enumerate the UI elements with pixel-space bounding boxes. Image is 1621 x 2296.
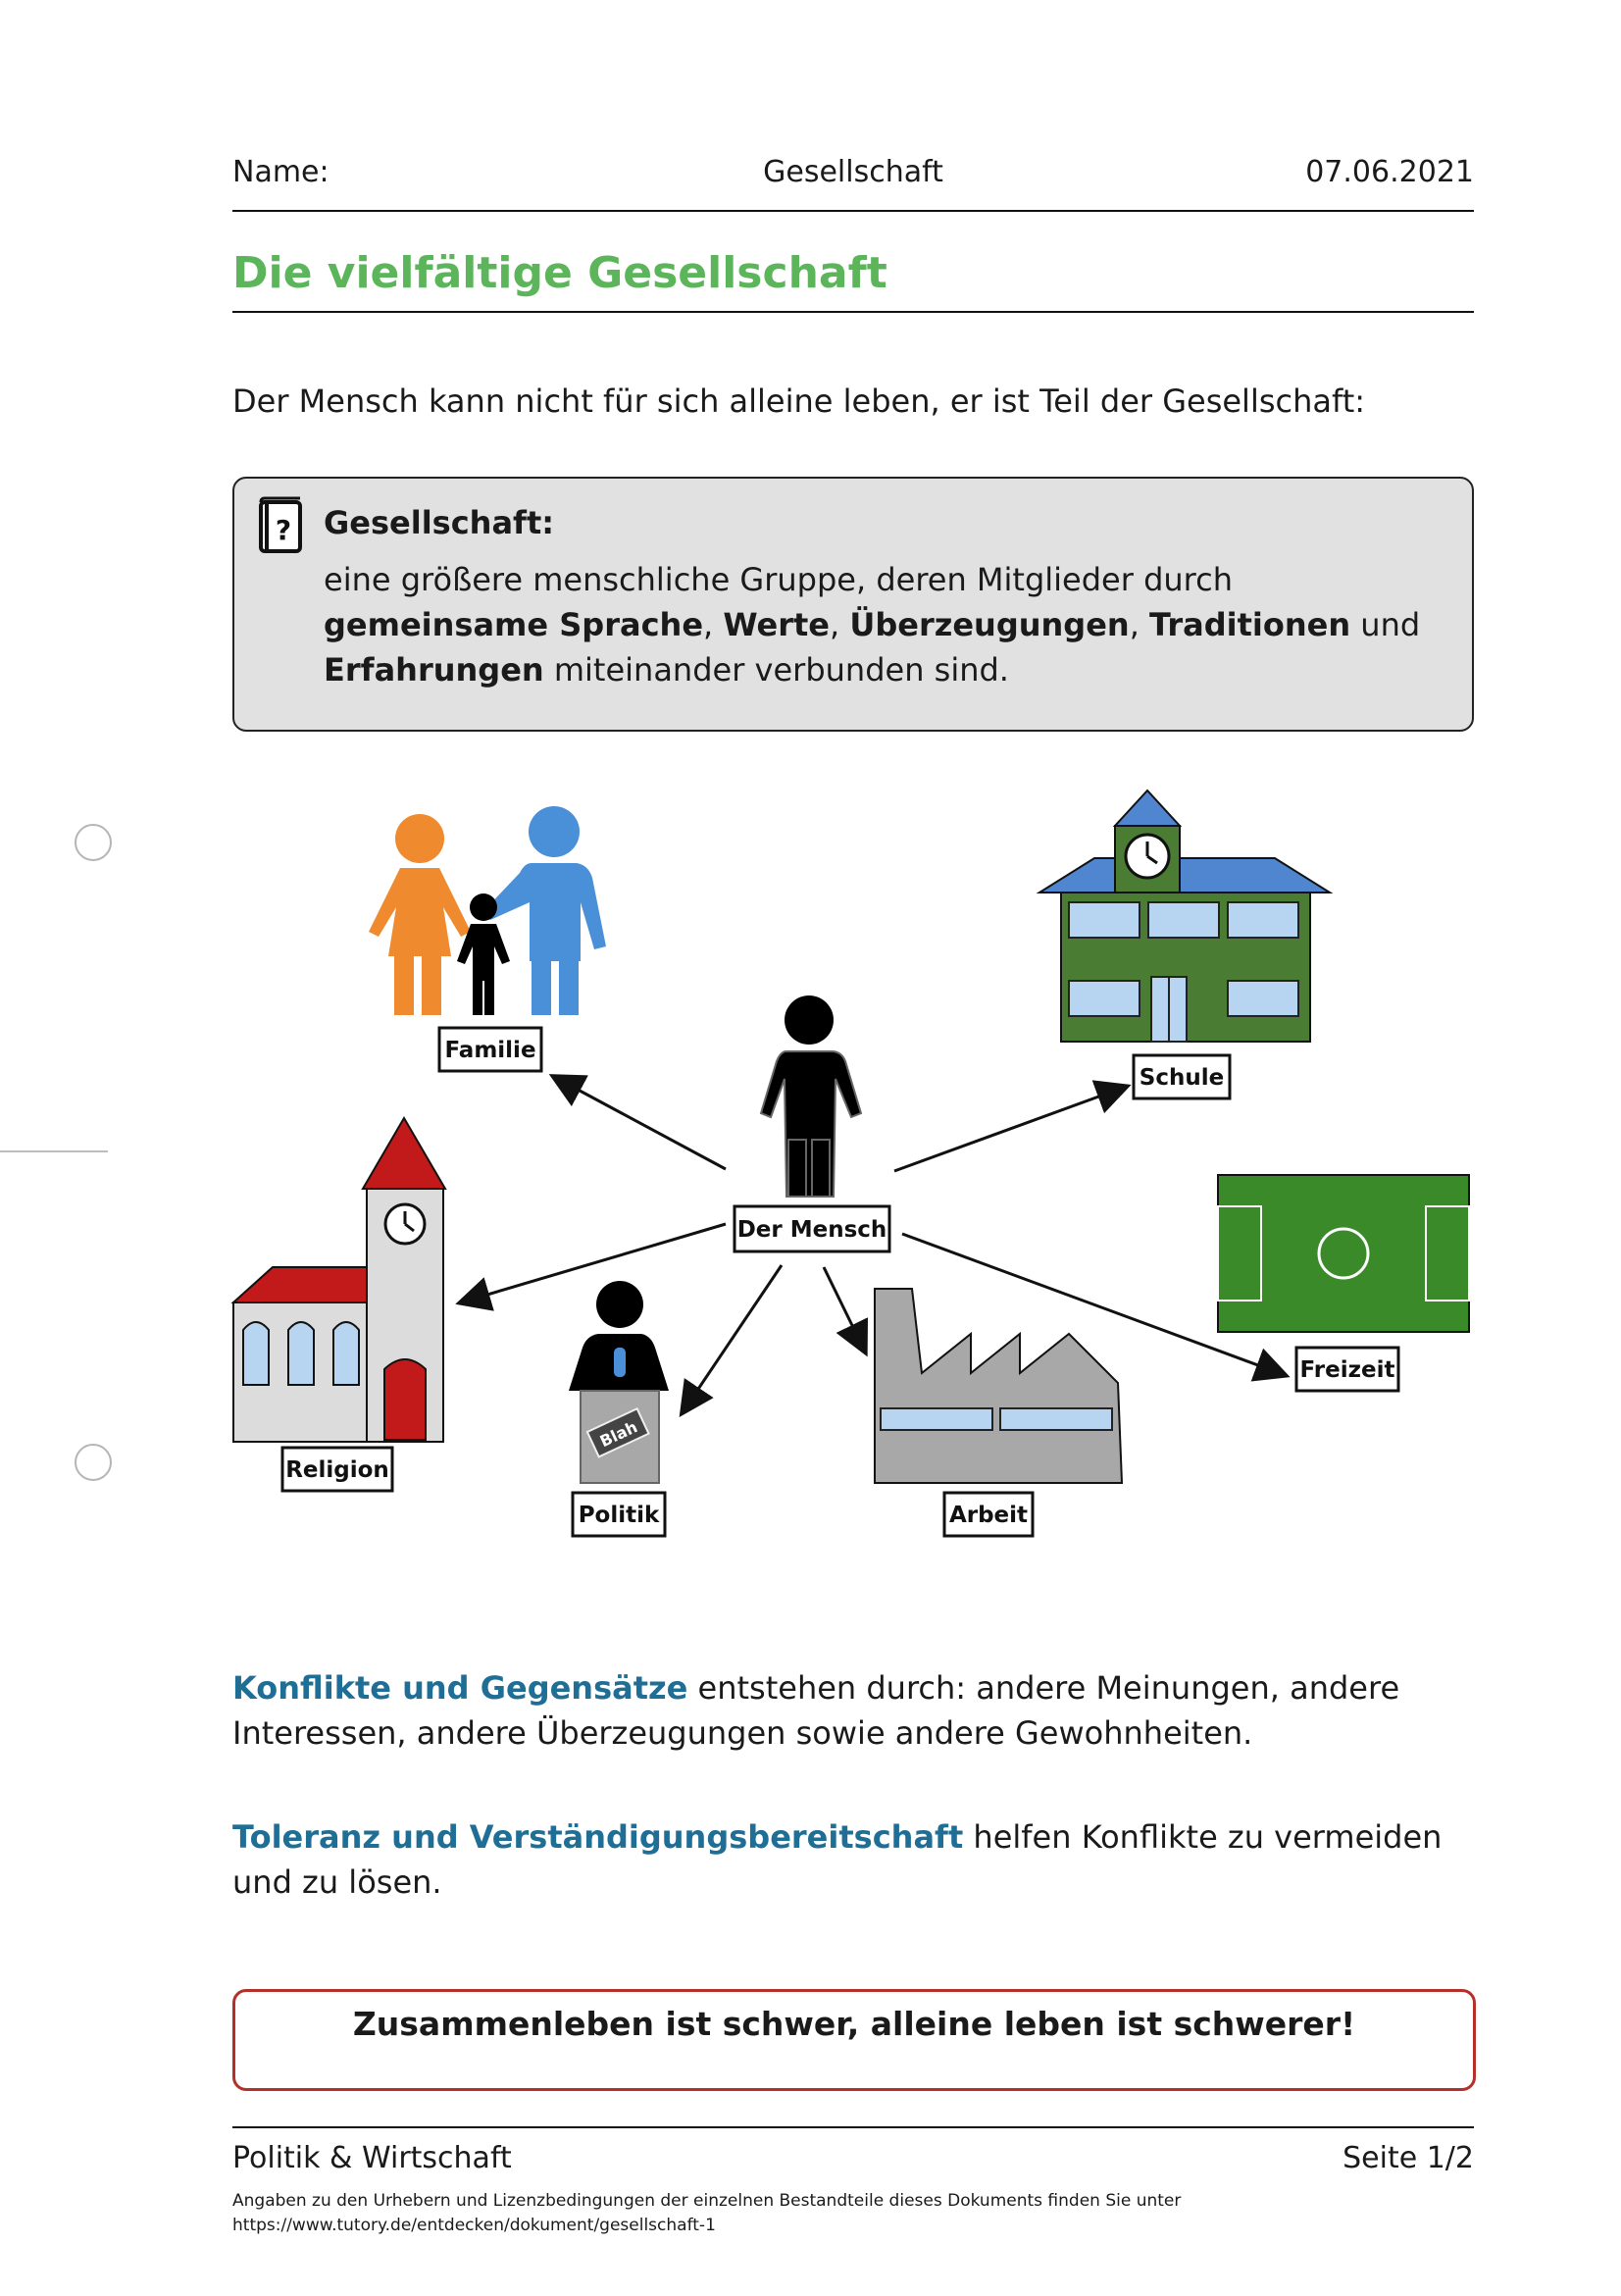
quote-box [232, 1989, 1476, 2091]
person-icon [759, 995, 863, 1198]
license-url[interactable]: https://www.tutory.de/entdecken/dokument… [232, 2216, 716, 2235]
footer-rule [232, 2126, 1474, 2128]
header-rule [232, 210, 1474, 212]
arrow-religion [455, 1222, 727, 1311]
definition-keyword: Werte [723, 606, 830, 643]
definition-text-run: und [1350, 606, 1421, 643]
quote-text: Zusammenleben ist schwer, alleine leben … [352, 2005, 1356, 2043]
punch-hole-top [75, 824, 112, 861]
svg-text:Freizeit: Freizeit [1300, 1357, 1395, 1383]
definition-keyword: Traditionen [1149, 606, 1351, 643]
diagram-arrows [455, 1074, 1291, 1417]
arrow-familie [548, 1074, 727, 1171]
definition-text-run: , [703, 606, 724, 643]
toleranz-paragraph: Toleranz und Verständigungsbereitschaft … [232, 1814, 1474, 1905]
label-freizeit: Freizeit [1294, 1346, 1400, 1393]
license-note: Angaben zu den Urhebern und Lizenzbeding… [232, 2191, 1182, 2211]
arrow-schule [893, 1080, 1132, 1173]
svg-text:Schule: Schule [1140, 1065, 1224, 1091]
definition-box [232, 477, 1474, 732]
svg-text:Familie: Familie [444, 1038, 535, 1063]
soccer-field-icon [1217, 1174, 1470, 1333]
header-subject: Gesellschaft [763, 155, 943, 189]
label-religion: Religion [280, 1446, 394, 1493]
definition-text-run: , [830, 606, 850, 643]
definition-heading: Gesellschaft: [324, 504, 555, 541]
definition-text-run: eine größere menschliche Gruppe, deren M… [324, 561, 1233, 598]
label-familie: Familie [437, 1026, 543, 1073]
arrow-politik [679, 1264, 784, 1417]
svg-text:Politik: Politik [579, 1503, 660, 1528]
svg-text:Religion: Religion [285, 1457, 389, 1483]
definition-keyword: Überzeugungen [849, 606, 1130, 643]
definition-keyword: Erfahrungen [324, 651, 544, 689]
arrow-freizeit [901, 1232, 1291, 1382]
name-label: Name: [232, 155, 329, 189]
fold-mark [0, 1150, 108, 1152]
school-icon [1036, 789, 1334, 1043]
page-title: Die vielfältige Gesellschaft [232, 248, 887, 298]
definition-text: eine größere menschliche Gruppe, deren M… [324, 557, 1451, 692]
footer-subject: Politik & Wirtschaft [232, 2141, 512, 2175]
konflikte-text: entstehen durch: andere Meinungen, ander… [232, 1669, 1400, 1752]
toleranz-text: helfen Konflikte zu vermeiden und zu lös… [232, 1818, 1443, 1901]
svg-text:Arbeit: Arbeit [949, 1503, 1028, 1528]
footer-page-number: Seite 1/2 [1342, 2141, 1474, 2175]
question-book-icon: ? [259, 496, 302, 553]
svg-text:?: ? [276, 514, 291, 546]
label-schule: Schule [1132, 1053, 1232, 1100]
church-icon [230, 1116, 447, 1443]
label-arbeit: Arbeit [942, 1491, 1035, 1538]
politician-icon: Blah [569, 1281, 669, 1484]
label-der-mensch: Der Mensch [733, 1204, 891, 1253]
konflikte-paragraph: Konflikte und Gegensätze entstehen durch… [232, 1665, 1474, 1756]
intro-text: Der Mensch kann nicht für sich alleine l… [232, 383, 1366, 420]
label-politik: Politik [571, 1491, 667, 1538]
family-icon [369, 806, 606, 1015]
konflikte-highlight: Konflikte und Gegensätze [232, 1669, 688, 1707]
title-rule [232, 311, 1474, 313]
definition-text-run: , [1129, 606, 1150, 643]
definition-text-run: miteinander verbunden sind. [543, 651, 1009, 689]
header-date: 07.06.2021 [1305, 155, 1474, 189]
factory-icon [874, 1288, 1124, 1484]
arrow-arbeit [822, 1266, 869, 1357]
society-diagram: Der Mensch Familie S [230, 789, 1470, 1538]
definition-keyword: gemeinsame Sprache [324, 606, 704, 643]
punch-hole-bottom [75, 1444, 112, 1481]
toleranz-highlight: Toleranz und Verständigungsbereitschaft [232, 1818, 964, 1856]
svg-text:Der Mensch: Der Mensch [737, 1217, 887, 1243]
